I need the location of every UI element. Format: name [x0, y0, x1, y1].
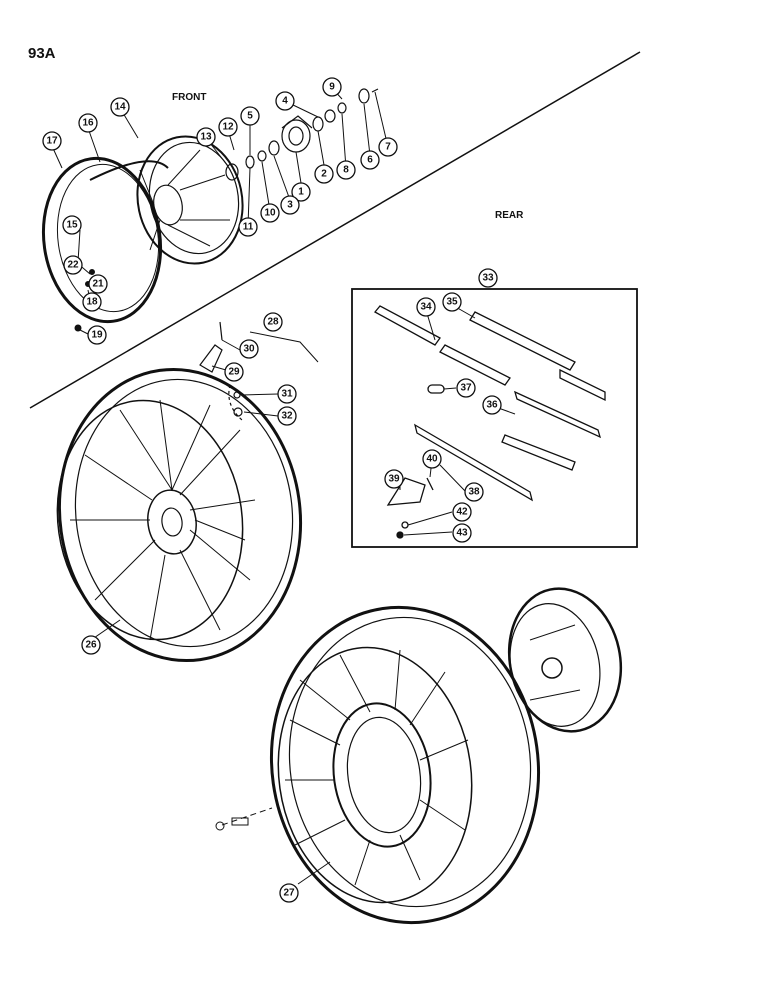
callout-31-label: 31: [281, 389, 293, 400]
callout-9-label: 9: [329, 82, 335, 93]
callout-2: 2: [314, 164, 334, 184]
callout-5: 5: [240, 106, 260, 126]
callout-7: 7: [378, 137, 398, 157]
callout-17: 17: [42, 131, 62, 151]
callout-16-label: 16: [82, 118, 94, 129]
callout-29-label: 29: [228, 367, 240, 378]
callout-39: 39: [384, 469, 404, 489]
callout-9: 9: [322, 77, 342, 97]
callout-21: 21: [88, 274, 108, 294]
callout-38-label: 38: [468, 487, 480, 498]
callout-2-label: 2: [321, 169, 327, 180]
front-section-label: FRONT: [172, 92, 206, 103]
callout-35: 35: [442, 292, 462, 312]
callout-13: 13: [196, 127, 216, 147]
callout-35-label: 35: [446, 297, 458, 308]
callout-11-label: 11: [243, 222, 254, 233]
callout-32-label: 32: [281, 411, 293, 422]
callout-1-label: 1: [298, 187, 304, 198]
callout-40-label: 40: [426, 454, 438, 465]
callout-10-label: 10: [264, 208, 276, 219]
callout-28-label: 28: [267, 317, 279, 328]
callout-19-label: 19: [91, 330, 103, 341]
callout-22-label: 22: [67, 260, 79, 271]
callout-6-label: 6: [367, 155, 373, 166]
callout-43-label: 43: [456, 528, 468, 539]
callout-8: 8: [336, 160, 356, 180]
callout-33: 33: [478, 268, 498, 288]
callout-21-label: 21: [92, 279, 104, 290]
rear-disc-wheel: [507, 587, 623, 733]
callout-26-label: 26: [85, 640, 97, 651]
callout-12: 12: [218, 117, 238, 137]
callout-15-label: 15: [66, 220, 78, 231]
callout-18-label: 18: [86, 297, 98, 308]
callout-3-label: 3: [287, 200, 293, 211]
bracket-28-brace: [249, 331, 319, 363]
callout-14-label: 14: [114, 102, 126, 113]
callout-26: 26: [81, 635, 101, 655]
callout-34: 34: [416, 297, 436, 317]
callout-3: 3: [280, 195, 300, 215]
bracket-kit-parts: [373, 305, 606, 539]
callout-17-label: 17: [46, 136, 58, 147]
callout-43: 43: [452, 523, 472, 543]
callout-40: 40: [422, 449, 442, 469]
callout-8-label: 8: [343, 165, 349, 176]
callout-42: 42: [452, 502, 472, 522]
section-divider: [29, 51, 641, 409]
callout-34-label: 34: [420, 302, 432, 313]
callout-37: 37: [456, 378, 476, 398]
callout-27: 27: [279, 883, 299, 903]
rear-wheel-large: [56, 367, 303, 663]
callout-22: 22: [63, 255, 83, 275]
callout-27-label: 27: [283, 888, 295, 899]
rear-section-label: REAR: [495, 210, 524, 221]
front-hub-parts: [225, 88, 379, 181]
callout-6: 6: [360, 150, 380, 170]
callout-14: 14: [110, 97, 130, 117]
callout-11: 11: [238, 217, 258, 237]
callout-38: 38: [464, 482, 484, 502]
bracket-kit-frame: [351, 288, 638, 548]
callout-39-label: 39: [388, 474, 400, 485]
callout-1: 1: [291, 182, 311, 202]
rear-clip-parts: [199, 321, 243, 421]
callout-15: 15: [62, 215, 82, 235]
callout-32: 32: [277, 406, 297, 426]
callout-16: 16: [78, 113, 98, 133]
callout-30-label: 30: [243, 344, 255, 355]
callout-4: 4: [275, 91, 295, 111]
callout-33-label: 33: [482, 273, 494, 284]
rear-wire-wheel: [215, 605, 541, 925]
page-number: 93A: [28, 45, 56, 62]
callout-31: 31: [277, 384, 297, 404]
callout-19: 19: [87, 325, 107, 345]
callout-18: 18: [82, 292, 102, 312]
callout-7-label: 7: [385, 142, 391, 153]
callout-10: 10: [260, 203, 280, 223]
callout-29: 29: [224, 362, 244, 382]
callout-36: 36: [482, 395, 502, 415]
front-wheel: [136, 135, 244, 265]
callout-5-label: 5: [247, 111, 253, 122]
callout-4-label: 4: [282, 96, 288, 107]
callout-12-label: 12: [222, 122, 234, 133]
front-rim-band: [41, 156, 169, 332]
callout-28: 28: [263, 312, 283, 332]
callout-30: 30: [239, 339, 259, 359]
callout-36-label: 36: [486, 400, 498, 411]
callout-37-label: 37: [460, 383, 472, 394]
callout-42-label: 42: [456, 507, 468, 518]
callout-13-label: 13: [200, 132, 212, 143]
